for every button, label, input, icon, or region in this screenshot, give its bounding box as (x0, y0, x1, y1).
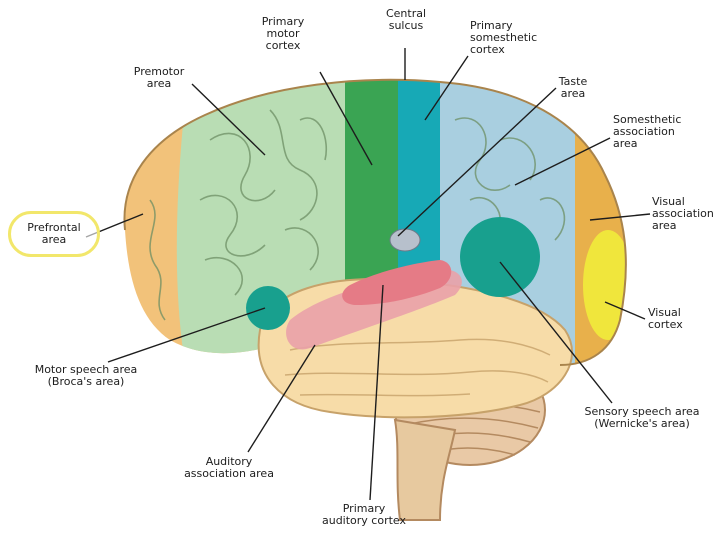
label-somesthetic-association-area: Somesthetic association area (613, 113, 682, 150)
label-primary-motor-cortex: Primary motor cortex (261, 15, 305, 52)
temporal-folds (284, 338, 551, 397)
label-prefrontal-area: Prefrontal area (8, 211, 100, 257)
label-taste-area: Taste area (558, 75, 588, 100)
label-premotor-area: Premotor area (133, 65, 185, 90)
leader-lines (85, 48, 651, 501)
label-primary-somesthetic-cortex: Primary somesthetic cortex (470, 19, 538, 56)
label-auditory-association-area: Auditory association area (184, 455, 274, 480)
brain-stem (393, 418, 457, 521)
primary-auditory-region (342, 260, 452, 305)
label-motor-speech-area: Motor speech area (Broca's area) (34, 363, 138, 388)
label-visual-association-area: Visual association area (652, 195, 714, 232)
label-visual-cortex: Visual cortex (648, 306, 683, 331)
broca-area-region (246, 286, 290, 330)
cerebrum-outline (123, 78, 627, 366)
label-central-sulcus: Central sulcus (385, 7, 427, 32)
label-primary-auditory-cortex: Primary auditory cortex (321, 502, 407, 527)
label-sensory-speech-area: Sensory speech area (Wernicke's area) (584, 405, 700, 430)
taste-area-region (389, 228, 421, 252)
wernicke-area-region (460, 217, 540, 297)
